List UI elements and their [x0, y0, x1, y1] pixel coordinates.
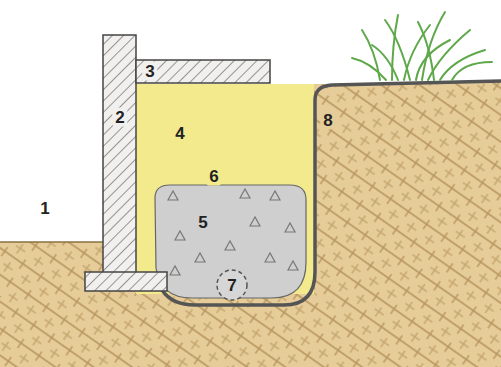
slab [136, 60, 270, 83]
callout-number: 1 [37, 199, 52, 218]
ground-line [0, 241, 103, 243]
callout-number: 4 [172, 124, 187, 143]
drain-pipe [217, 270, 247, 300]
callout-number: 8 [320, 111, 335, 130]
grass [352, 12, 492, 80]
callout-number: 3 [142, 62, 157, 81]
callout-number: 5 [195, 213, 210, 232]
gravel-stones [168, 189, 298, 275]
footing [85, 272, 167, 291]
callout-number: 6 [206, 167, 221, 186]
gravel [155, 185, 306, 298]
soil [0, 80, 501, 367]
callout-number: 2 [112, 108, 127, 127]
geotextile [162, 81, 501, 305]
callout-number: 7 [224, 276, 239, 295]
wall [103, 35, 136, 275]
